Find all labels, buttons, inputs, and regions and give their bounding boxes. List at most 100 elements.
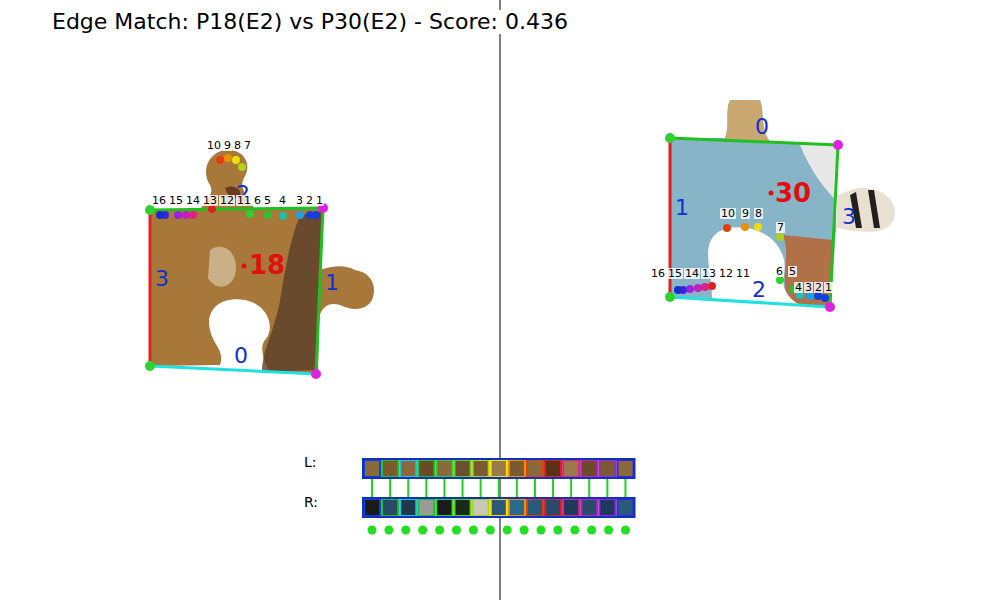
color-cell <box>599 460 615 477</box>
point-number: 1 <box>315 195 324 206</box>
match-line <box>588 478 590 498</box>
point-number: 15 <box>667 268 683 279</box>
edge-number: 3 <box>842 206 856 228</box>
match-line <box>516 478 518 498</box>
center-dot <box>769 191 774 196</box>
color-cell <box>527 499 543 516</box>
edge-points <box>674 223 829 302</box>
point-number: 7 <box>243 140 252 151</box>
match-line <box>552 478 554 498</box>
corner-dot <box>665 292 675 302</box>
point-number: 8 <box>233 140 242 151</box>
color-cell <box>581 499 597 516</box>
point-number: 13 <box>202 195 218 206</box>
color-cell <box>436 460 452 477</box>
point-number: 4 <box>278 195 287 206</box>
color-cell <box>455 460 471 477</box>
piece-detail <box>262 212 322 372</box>
point-number: 2 <box>814 282 823 293</box>
color-cell <box>364 460 380 477</box>
chart-title: Edge Match: P18(E2) vs P30(E2) - Score: … <box>50 10 570 34</box>
point-number: 12 <box>219 195 235 206</box>
point-number: 15 <box>168 195 184 206</box>
score-dot <box>537 526 546 535</box>
score-dot <box>503 526 512 535</box>
edge-number: 0 <box>234 345 248 367</box>
score-dot <box>604 526 613 535</box>
edge-line <box>670 138 838 145</box>
point-number: 8 <box>754 208 763 219</box>
point-number: 13 <box>701 268 717 279</box>
edge-number: 1 <box>675 197 689 219</box>
strip-frame <box>363 459 635 478</box>
point-number: 10 <box>206 140 222 151</box>
match-line <box>606 478 608 498</box>
edge-line <box>149 210 152 366</box>
point-number: 16 <box>151 195 167 206</box>
corner-dot <box>145 205 155 215</box>
point-number: 3 <box>295 195 304 206</box>
corner-dot <box>145 361 155 371</box>
score-dot <box>469 526 478 535</box>
score-dot <box>452 526 461 535</box>
score-dot <box>553 526 562 535</box>
point-number: 2 <box>305 195 314 206</box>
color-cell <box>436 499 452 516</box>
color-cell <box>400 460 416 477</box>
point-number: 14 <box>684 268 700 279</box>
corner-dot <box>833 140 843 150</box>
point-number: 6 <box>775 266 784 277</box>
match-line <box>389 478 391 498</box>
score-dot <box>368 526 377 535</box>
point-number: 5 <box>263 195 272 206</box>
color-cell <box>418 499 434 516</box>
match-line <box>371 478 373 498</box>
match-line <box>407 478 409 498</box>
color-cell <box>599 499 615 516</box>
score-dot <box>418 526 427 535</box>
edge-line <box>670 297 830 307</box>
color-cell <box>509 499 525 516</box>
point-number: 3 <box>804 282 813 293</box>
piece-detail <box>208 247 236 287</box>
match-line <box>443 478 445 498</box>
color-cell <box>581 460 597 477</box>
edge-points <box>156 154 320 220</box>
edge-line <box>316 208 323 374</box>
corner-dot <box>665 133 675 143</box>
edge-line <box>150 366 316 374</box>
match-line <box>480 478 482 498</box>
score-dot <box>520 526 529 535</box>
match-line <box>534 478 536 498</box>
piece-id: 30 <box>775 180 811 206</box>
score-dot <box>621 526 630 535</box>
color-cell <box>473 499 489 516</box>
row-label: R: <box>304 495 318 509</box>
point-number: 10 <box>720 208 736 219</box>
point-number: 5 <box>788 266 797 277</box>
color-cell <box>382 499 398 516</box>
puzzle-piece <box>150 150 374 374</box>
color-cell <box>400 499 416 516</box>
point-number: 11 <box>735 268 751 279</box>
point-number: 12 <box>718 268 734 279</box>
center-dot <box>242 264 247 269</box>
point-number: 7 <box>776 222 785 233</box>
puzzle-piece <box>670 100 838 307</box>
score-dot <box>384 526 393 535</box>
color-cell <box>382 460 398 477</box>
match-line <box>570 478 572 498</box>
color-cell <box>418 460 434 477</box>
color-cell <box>563 460 579 477</box>
score-dot <box>401 526 410 535</box>
score-dot <box>435 526 444 535</box>
piece-detail <box>783 235 833 307</box>
point-number: 4 <box>794 282 803 293</box>
piece-id: 18 <box>249 252 285 278</box>
corner-dot <box>825 302 835 312</box>
point-number: 16 <box>650 268 666 279</box>
color-cell <box>545 460 561 477</box>
point-number: 9 <box>741 208 750 219</box>
